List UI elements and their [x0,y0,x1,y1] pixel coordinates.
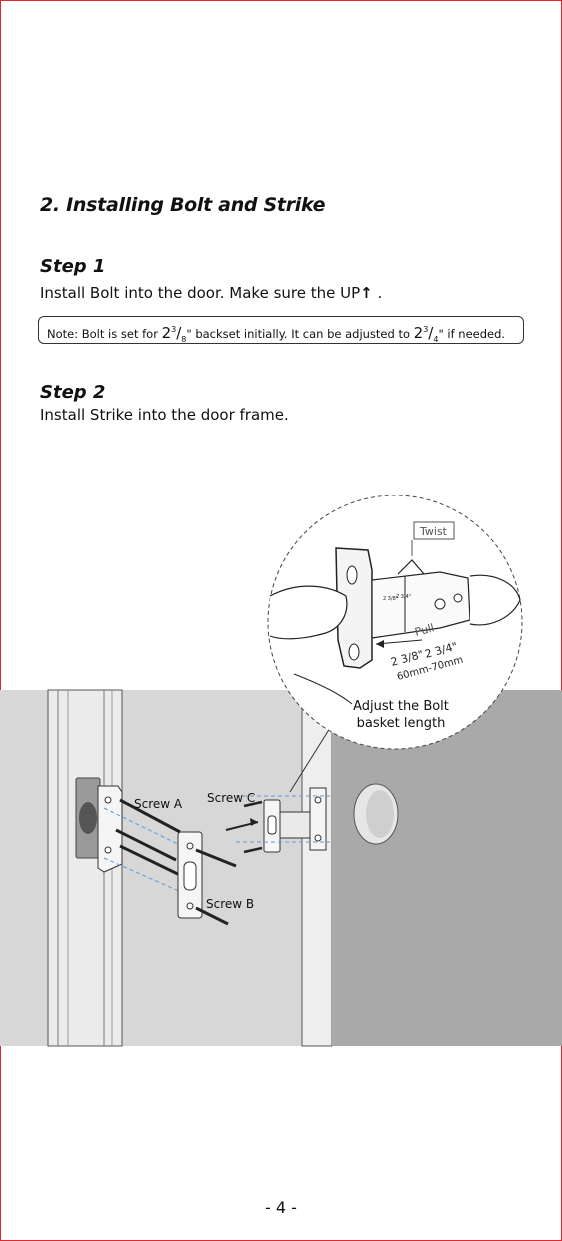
up-arrow-icon: ↑ [360,284,373,302]
step1-instruction: Install Bolt into the door. Make sure th… [40,284,382,302]
note-middle: " backset initially. It can be adjusted … [186,327,414,341]
adjust-caption-line1: Adjust the Bolt [353,699,449,714]
step2-title: Step 2 [40,382,106,403]
page-number: - 4 - [265,1198,297,1217]
pull-label: Pull [413,621,435,639]
bolt-tiny-label-2: 2 3/4" [396,594,411,600]
note-prefix: Note: Bolt is set for [47,327,162,341]
note-fraction-2: 23/4 [413,324,439,344]
step1-text: Install Bolt into the door. Make sure th… [40,284,361,302]
screw-b [195,848,237,926]
screw-c [243,800,263,854]
installation-illustration: Twist Pull 2 3/8" 2 3/4" 60mm-70mm 2 3/8… [0,495,562,1047]
step1-title: Step 1 [40,256,106,277]
section-title: 2. Installing Bolt and Strike [40,194,326,216]
screw-a [115,798,187,880]
note-suffix: " if needed. [438,327,506,341]
callout-leader [289,727,331,793]
note-fraction-1: 23/8 [161,324,187,344]
door-face [332,690,562,1046]
adjust-caption-line2: basket length [357,716,446,731]
screw-b-label: Screw B [206,897,254,911]
twist-label-box [413,521,455,540]
screw-a-label: Screw A [134,797,183,811]
note-box: Note: Bolt is set for 23/8" backset init… [38,316,524,344]
screw-c-label: Screw C [207,791,255,805]
bolt-tiny-label-1: 2 3/8" [383,596,398,602]
twist-label: Twist [419,525,448,538]
step2-text: Install Strike into the door frame. [40,406,289,424]
bolt-assembly [263,787,327,853]
door-edge [301,689,333,1047]
step1-text-end: . [372,284,383,302]
strike-plate [97,785,123,873]
